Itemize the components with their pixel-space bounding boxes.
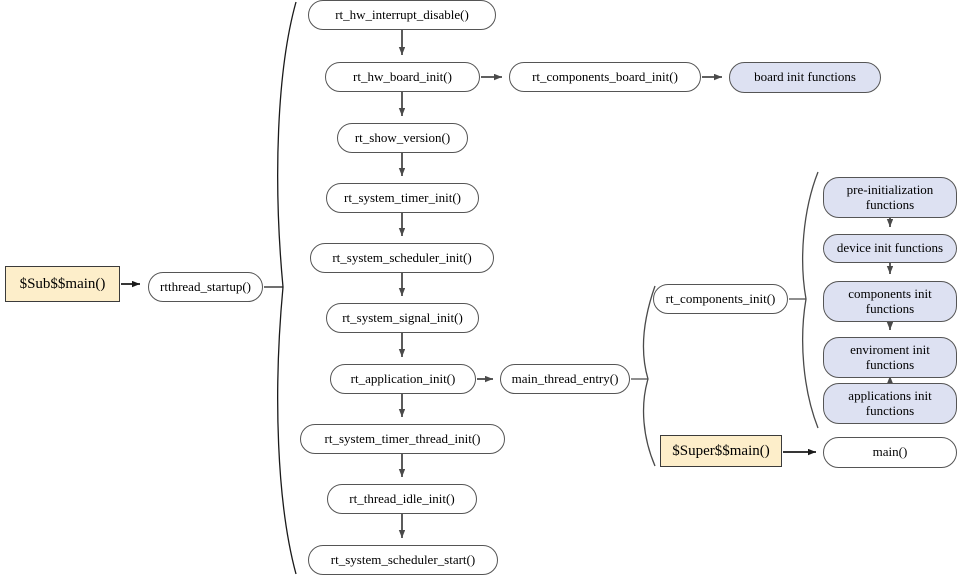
node-rt-system-timer-thread-init-label: rt_system_timer_thread_init(): [324, 430, 481, 446]
node-rt-hw-board-init-label: rt_hw_board_init(): [353, 68, 452, 84]
node-main-thread-entry-label: main_thread_entry(): [511, 370, 619, 386]
node-device-init-functions[interactable]: device init functions: [823, 234, 957, 263]
node-rt-components-init-label: rt_components_init(): [665, 290, 776, 306]
node-rt-thread-idle-init-label: rt_thread_idle_init(): [349, 490, 455, 506]
node-rt-system-timer-thread-init[interactable]: rt_system_timer_thread_init(): [300, 424, 505, 454]
node-super-main-label: $Super$$main(): [672, 442, 770, 459]
node-rt-components-board-init[interactable]: rt_components_board_init(): [509, 62, 701, 92]
node-super-main[interactable]: $Super$$main(): [660, 435, 782, 467]
node-main[interactable]: main(): [823, 437, 957, 468]
node-rt-hw-board-init[interactable]: rt_hw_board_init(): [325, 62, 480, 92]
node-rt-system-signal-init[interactable]: rt_system_signal_init(): [326, 303, 479, 333]
node-environment-init-functions-label: enviroment init functions: [850, 341, 930, 372]
node-pre-init-functions-label: pre-initialization functions: [846, 181, 934, 212]
node-rt-system-timer-init-label: rt_system_timer_init(): [344, 189, 461, 205]
node-rt-thread-idle-init[interactable]: rt_thread_idle_init(): [327, 484, 477, 514]
node-main-thread-entry[interactable]: main_thread_entry(): [500, 364, 630, 394]
node-rt-hw-interrupt-disable[interactable]: rt_hw_interrupt_disable(): [308, 0, 496, 30]
node-rtthread-startup[interactable]: rtthread_startup(): [148, 272, 263, 302]
node-device-init-functions-label: device init functions: [836, 240, 944, 256]
node-sub-main-label: $Sub$$main(): [19, 275, 106, 292]
node-main-label: main(): [872, 444, 908, 460]
node-rtthread-startup-label: rtthread_startup(): [160, 278, 251, 294]
node-rt-system-scheduler-init-label: rt_system_scheduler_init(): [332, 249, 472, 265]
node-applications-init-functions[interactable]: applications init functions: [823, 383, 957, 424]
node-components-init-functions-label: components init functions: [848, 285, 932, 316]
node-sub-main[interactable]: $Sub$$main(): [5, 266, 120, 302]
node-pre-init-functions[interactable]: pre-initialization functions: [823, 177, 957, 218]
node-rt-components-board-init-label: rt_components_board_init(): [532, 68, 678, 84]
node-rt-system-scheduler-start[interactable]: rt_system_scheduler_start(): [308, 545, 498, 575]
node-rt-show-version[interactable]: rt_show_version(): [337, 123, 468, 153]
node-rt-show-version-label: rt_show_version(): [354, 129, 451, 145]
node-rt-system-scheduler-start-label: rt_system_scheduler_start(): [330, 551, 476, 567]
node-environment-init-functions[interactable]: enviroment init functions: [823, 337, 957, 378]
node-applications-init-functions-label: applications init functions: [848, 387, 932, 418]
node-rt-hw-interrupt-disable-label: rt_hw_interrupt_disable(): [335, 6, 469, 22]
node-rt-system-timer-init[interactable]: rt_system_timer_init(): [326, 183, 479, 213]
node-components-init-functions[interactable]: components init functions: [823, 281, 957, 322]
node-rt-application-init[interactable]: rt_application_init(): [330, 364, 476, 394]
node-rt-system-scheduler-init[interactable]: rt_system_scheduler_init(): [310, 243, 494, 273]
node-rt-application-init-label: rt_application_init(): [350, 370, 456, 386]
node-rt-components-init[interactable]: rt_components_init(): [653, 284, 788, 314]
node-rt-system-signal-init-label: rt_system_signal_init(): [342, 309, 463, 325]
node-board-init-functions[interactable]: board init functions: [729, 62, 881, 93]
node-board-init-functions-label: board init functions: [754, 69, 856, 85]
